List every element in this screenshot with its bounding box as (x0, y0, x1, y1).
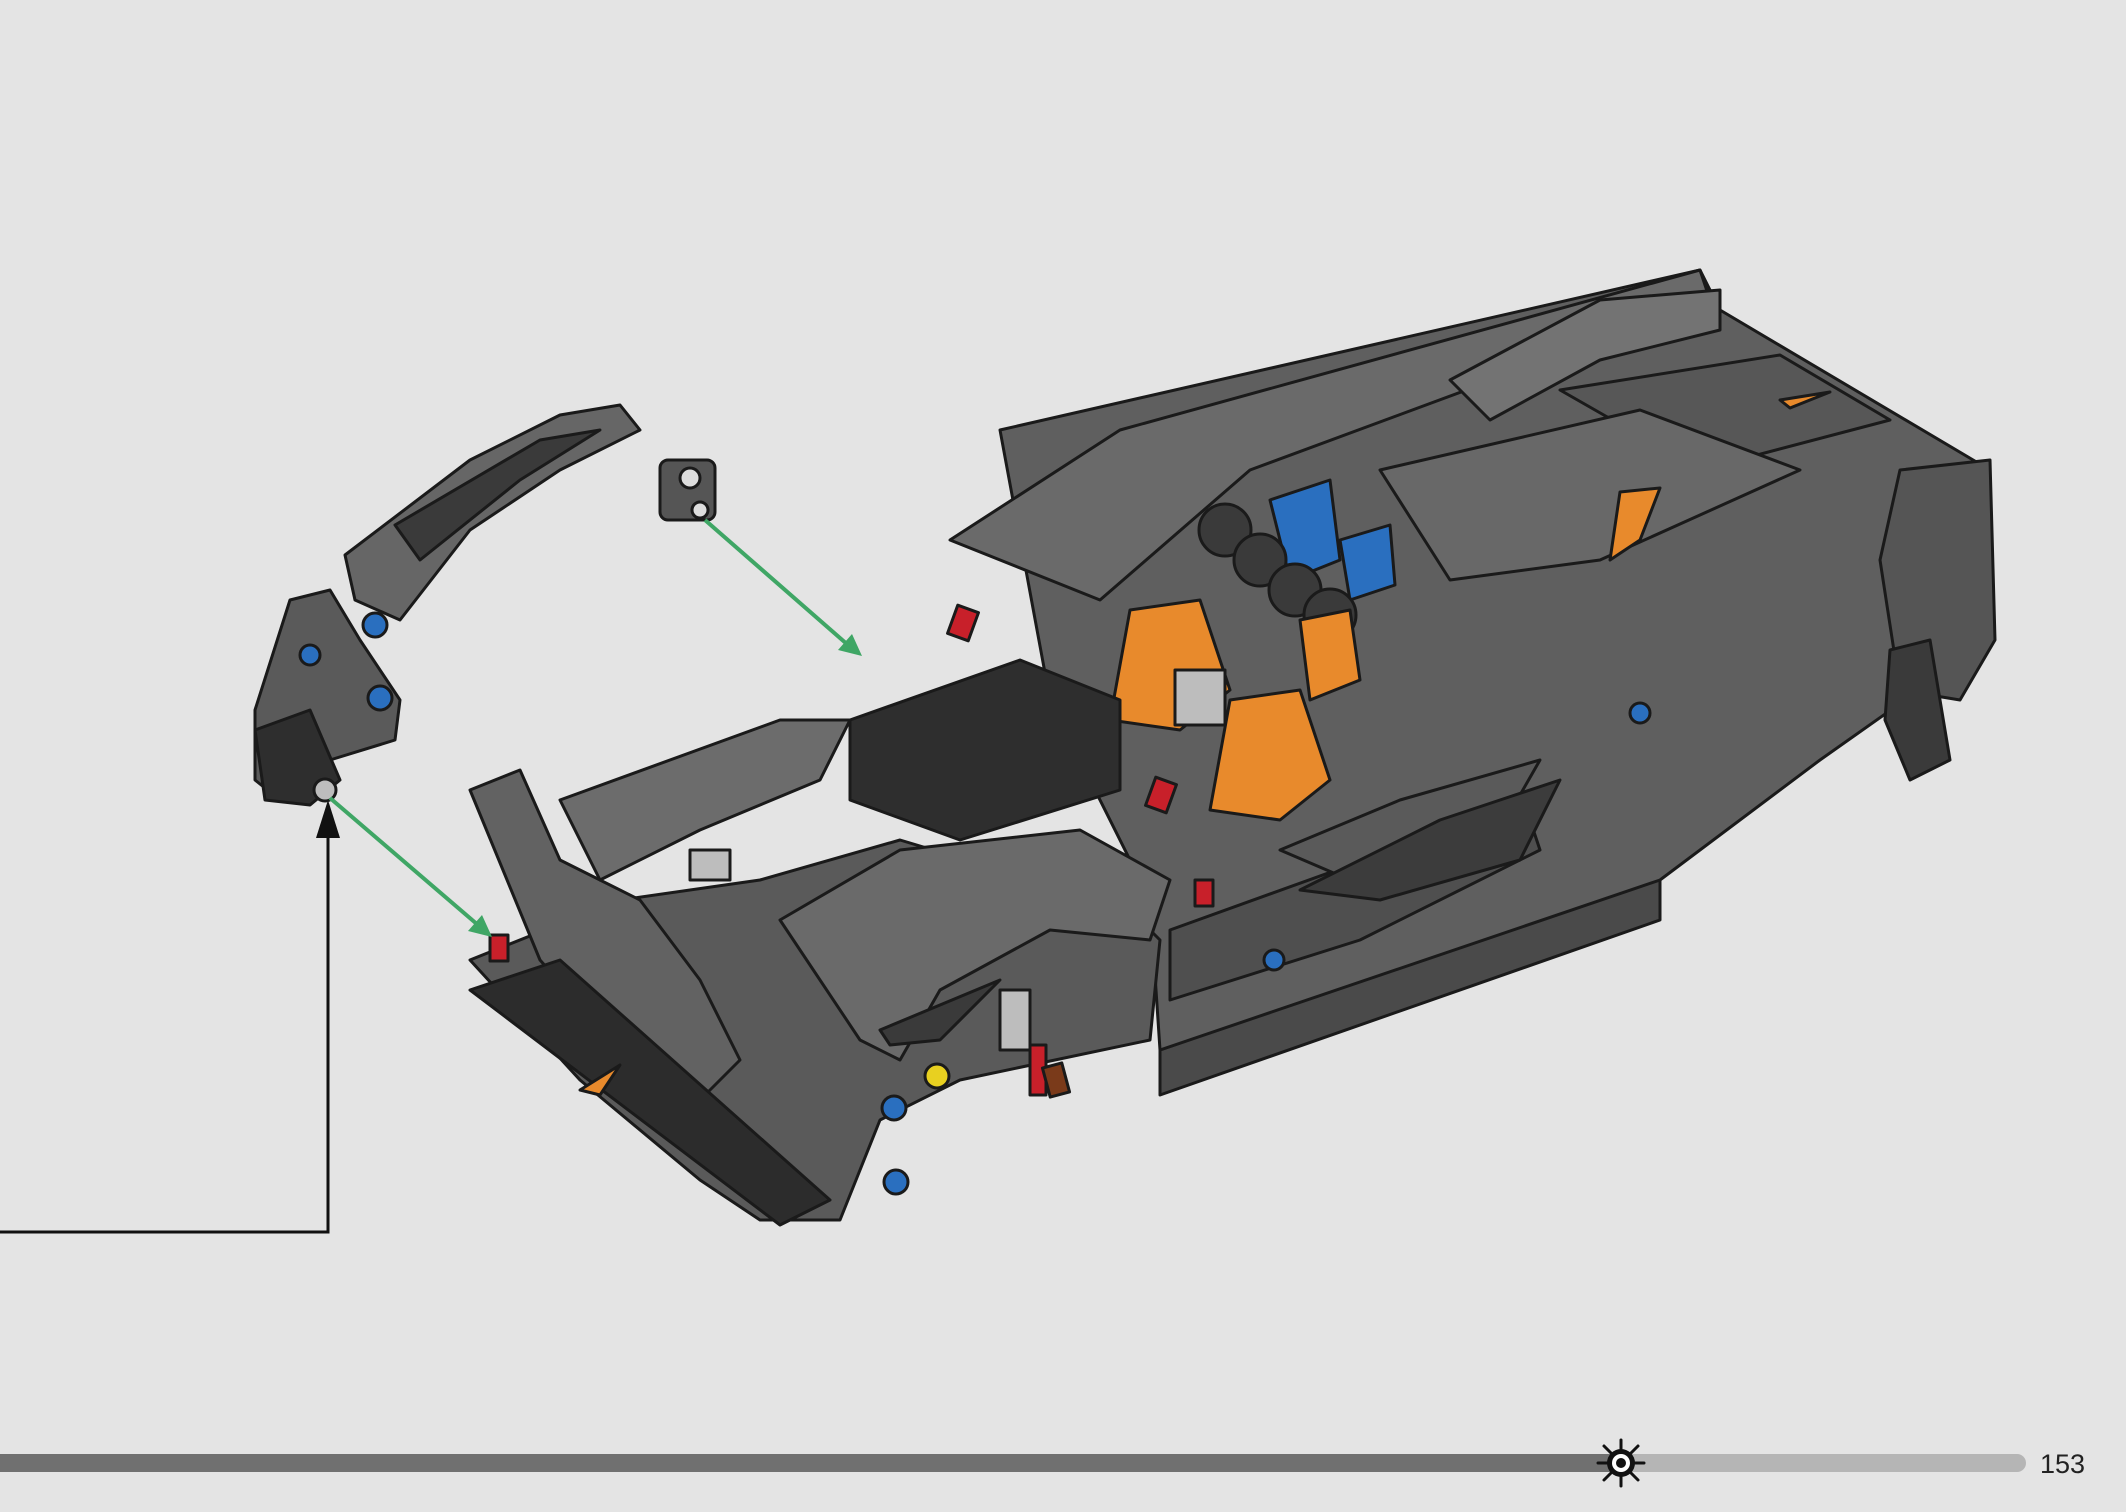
progress-bar (0, 1454, 2026, 1472)
assembly-arrows (328, 518, 862, 937)
car-assembly (468, 268, 1997, 1227)
page-number: 153 (2040, 1449, 2086, 1479)
gear-icon (1596, 1438, 1646, 1488)
sub-assembly (253, 403, 717, 807)
progress-bar-fill (0, 1454, 1621, 1472)
callout-connector (0, 800, 340, 1234)
